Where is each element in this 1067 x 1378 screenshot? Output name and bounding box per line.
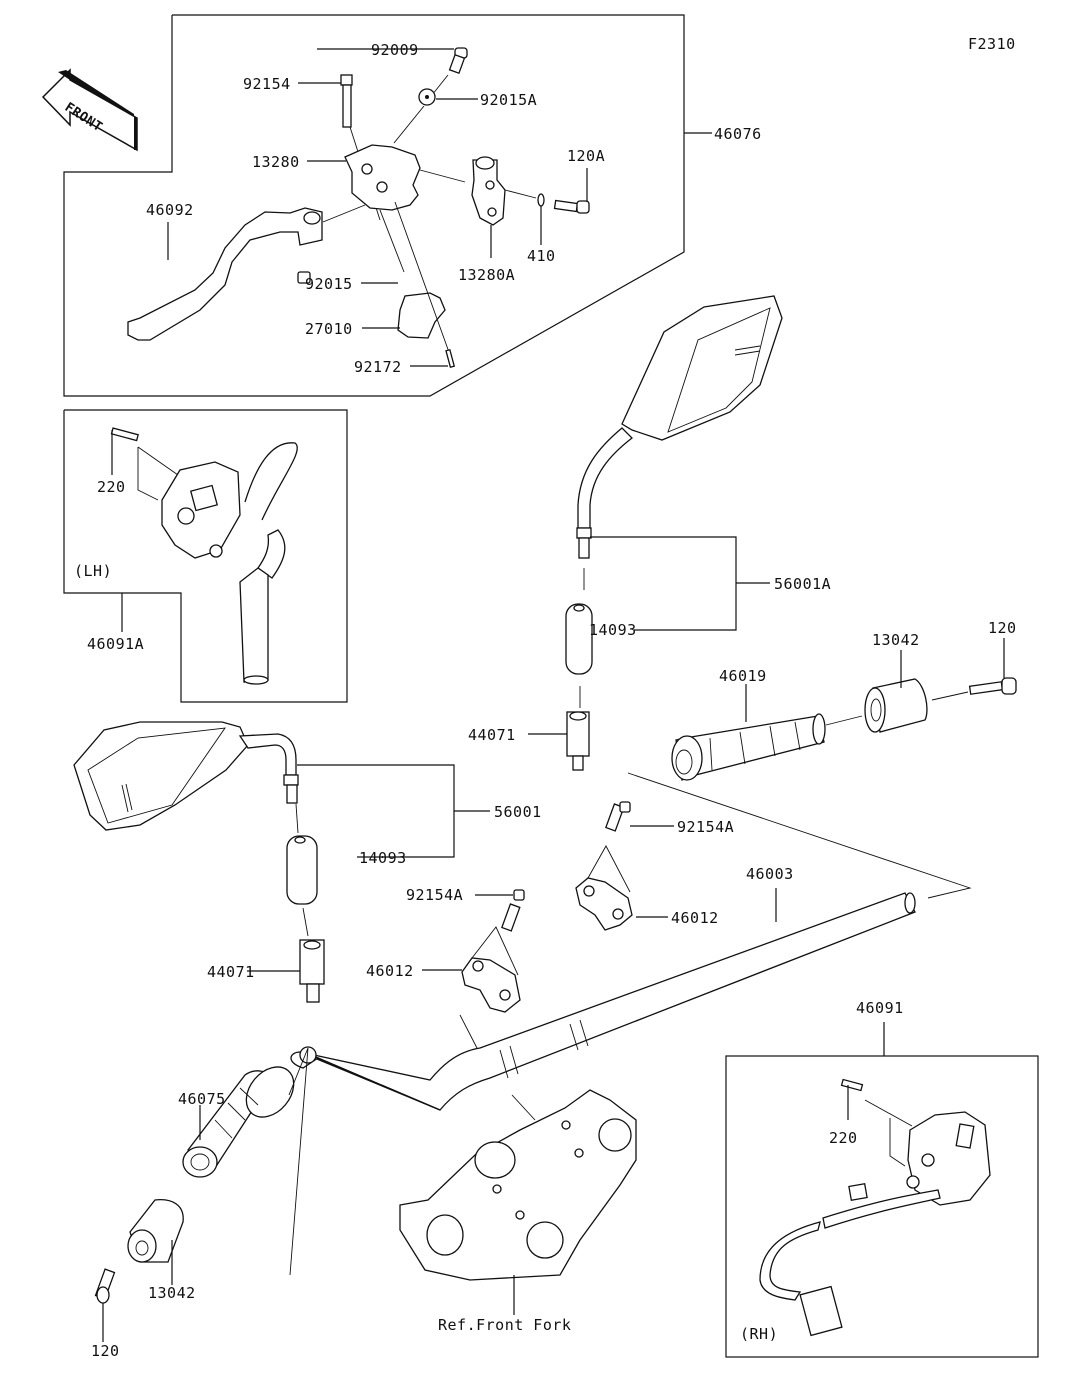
label-14093-left[interactable]: 14093 xyxy=(359,849,407,867)
mirror-56001A xyxy=(576,295,783,559)
label-46012-right[interactable]: 46012 xyxy=(671,909,719,927)
label-44071-left[interactable]: 44071 xyxy=(207,963,255,981)
grip-46075 xyxy=(182,1066,295,1178)
grip-46019 xyxy=(671,713,826,781)
label-220-lh[interactable]: 220 xyxy=(97,478,126,496)
switch-27010 xyxy=(397,292,446,339)
label-46091A[interactable]: 46091A xyxy=(87,635,145,653)
label-13280A[interactable]: 13280A xyxy=(458,266,516,284)
label-46003[interactable]: 46003 xyxy=(746,865,794,883)
lever-assembly-box xyxy=(63,14,685,397)
bar-end-13042-right xyxy=(864,678,928,733)
label-ref-front-fork[interactable]: Ref.Front Fork xyxy=(438,1316,572,1334)
label-56001A[interactable]: 56001A xyxy=(774,575,832,593)
clamp-13280A xyxy=(471,156,506,226)
label-92154A-right[interactable]: 92154A xyxy=(677,818,735,836)
label-27010[interactable]: 27010 xyxy=(305,320,353,338)
label-46076[interactable]: 46076 xyxy=(714,125,762,143)
label-46019[interactable]: 46019 xyxy=(719,667,767,685)
label-46092[interactable]: 46092 xyxy=(146,201,194,219)
rh-switch-box xyxy=(725,1055,1039,1358)
bolt-92154 xyxy=(340,74,353,128)
rh-handlebar-switch xyxy=(759,1111,991,1337)
lever-46092 xyxy=(127,207,323,341)
label-410[interactable]: 410 xyxy=(527,247,556,265)
label-46012-left[interactable]: 46012 xyxy=(366,962,414,980)
label-14093-right[interactable]: 14093 xyxy=(589,621,637,639)
label-220-rh[interactable]: 220 xyxy=(829,1129,858,1147)
label-120-left[interactable]: 120 xyxy=(91,1342,120,1360)
boot-14093-left xyxy=(286,835,318,905)
label-92154A-left[interactable]: 92154A xyxy=(406,886,464,904)
label-46075[interactable]: 46075 xyxy=(178,1090,226,1108)
handlebar-46003 xyxy=(290,892,916,1111)
figure-code: F2310 xyxy=(968,35,1016,53)
clamp-46012-right xyxy=(575,877,633,931)
master-cylinder-13280 xyxy=(344,144,421,211)
lh-switch-box xyxy=(63,409,348,703)
front-fork-triple-clamp xyxy=(399,1089,637,1281)
label-56001[interactable]: 56001 xyxy=(494,803,542,821)
label-13280[interactable]: 13280 xyxy=(252,153,300,171)
label-lh: (LH) xyxy=(74,562,113,580)
label-rh: (RH) xyxy=(740,1325,779,1343)
boot-14093-right xyxy=(565,603,593,675)
label-92009[interactable]: 92009 xyxy=(371,41,419,59)
label-13042-left[interactable]: 13042 xyxy=(148,1284,196,1302)
label-46091[interactable]: 46091 xyxy=(856,999,904,1017)
label-92172[interactable]: 92172 xyxy=(354,358,402,376)
label-120A[interactable]: 120A xyxy=(567,147,606,165)
label-92015[interactable]: 92015 xyxy=(305,275,353,293)
label-92015A[interactable]: 92015A xyxy=(480,91,538,109)
bolt-92009 xyxy=(448,47,468,75)
front-arrow-icon xyxy=(41,68,138,152)
label-120-right[interactable]: 120 xyxy=(988,619,1017,637)
bar-end-13042-left xyxy=(127,1199,184,1263)
label-13042-right[interactable]: 13042 xyxy=(872,631,920,649)
label-92154[interactable]: 92154 xyxy=(243,75,291,93)
clamp-46012-left xyxy=(461,957,521,1013)
mirror-56001 xyxy=(73,721,299,831)
lh-handlebar-switch xyxy=(161,442,298,685)
label-44071-right[interactable]: 44071 xyxy=(468,726,516,744)
bolt-120A xyxy=(553,199,590,214)
nut-92015 xyxy=(297,271,311,284)
